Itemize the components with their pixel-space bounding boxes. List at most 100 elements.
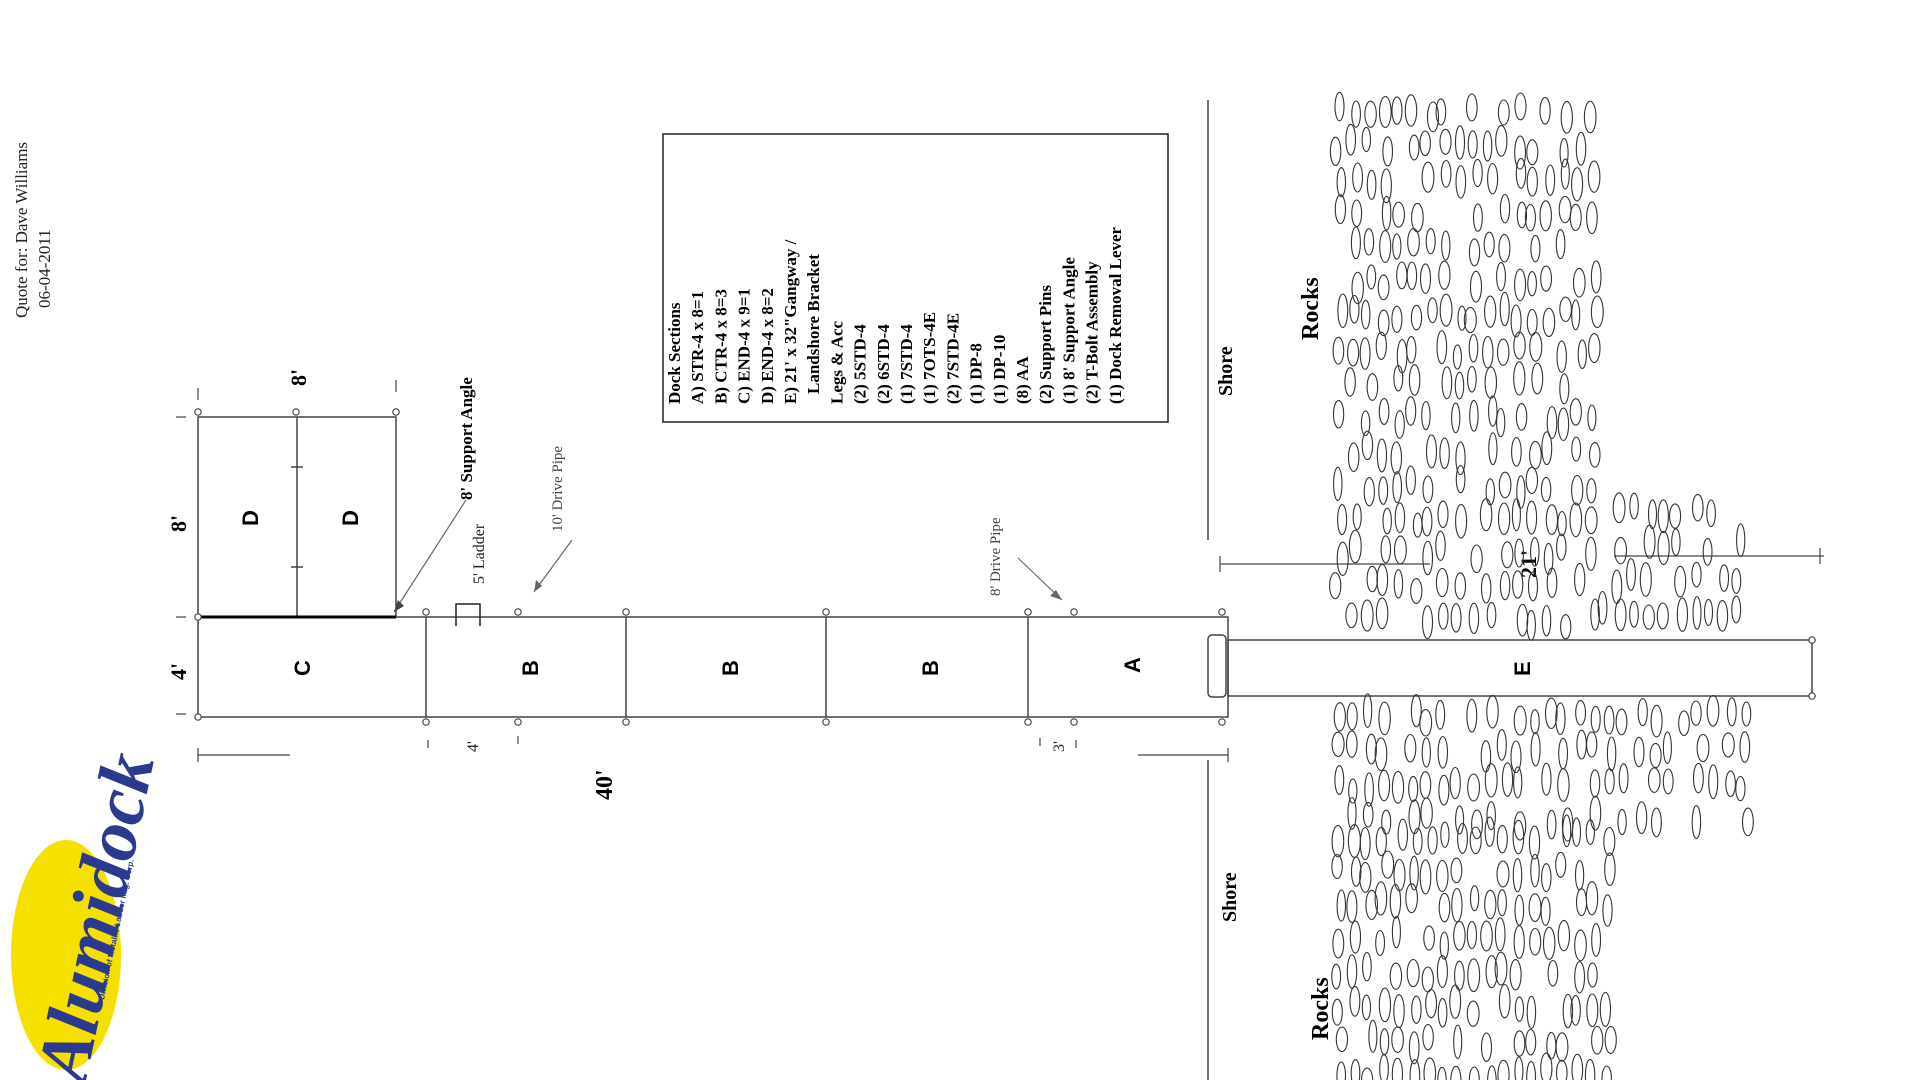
rock <box>1375 597 1389 630</box>
rock <box>1419 859 1432 895</box>
rock <box>1435 699 1446 730</box>
rock <box>1501 762 1514 797</box>
rock <box>1454 125 1466 160</box>
rock <box>1344 367 1356 397</box>
rock <box>1562 814 1572 848</box>
rock <box>1585 536 1597 571</box>
rock <box>1378 398 1390 425</box>
rock <box>1435 98 1447 126</box>
rock <box>1331 825 1345 858</box>
rock <box>1706 499 1716 528</box>
rock <box>1366 565 1379 593</box>
rock <box>1540 896 1551 926</box>
rock <box>1345 123 1357 156</box>
rock <box>1393 364 1404 392</box>
shore-label-bottom: Shore <box>1219 872 1241 922</box>
rock <box>1420 797 1433 829</box>
rock <box>1555 702 1566 736</box>
rock <box>1739 731 1751 763</box>
rock <box>1530 709 1540 735</box>
rock <box>1421 506 1433 537</box>
rock <box>1583 100 1597 134</box>
rock <box>1526 995 1537 1030</box>
rock <box>1334 765 1345 795</box>
rock <box>1405 883 1418 914</box>
rock <box>1331 998 1343 1026</box>
rock <box>1378 987 1392 1023</box>
rock <box>1380 168 1392 204</box>
rock <box>1482 130 1493 162</box>
rock <box>1347 338 1360 367</box>
rock <box>1438 260 1451 290</box>
rock <box>1590 705 1601 733</box>
rock <box>1487 162 1499 195</box>
rock <box>1513 361 1526 396</box>
rock <box>1574 562 1586 597</box>
rock <box>1467 130 1478 159</box>
rock <box>1348 778 1358 804</box>
rock <box>1488 395 1498 427</box>
rock <box>1331 854 1343 880</box>
rock <box>1408 134 1420 161</box>
rock <box>1575 888 1588 917</box>
rock <box>1527 571 1539 602</box>
dim-width-4ft: 4' <box>166 663 191 680</box>
rock <box>1496 729 1507 761</box>
rock <box>1496 262 1506 292</box>
legend-line: (2) 6STD-4 <box>874 324 893 404</box>
rock <box>1419 771 1432 799</box>
rock <box>1514 538 1525 568</box>
leg-marker <box>1808 636 1816 644</box>
rock <box>1515 403 1528 431</box>
rock <box>1404 733 1417 763</box>
rock <box>1349 294 1360 324</box>
rock <box>1690 700 1702 726</box>
rock <box>1437 998 1448 1028</box>
rock <box>1601 1065 1612 1080</box>
rock <box>1351 271 1364 305</box>
rock <box>1332 336 1345 365</box>
rock <box>1706 694 1720 727</box>
rock <box>1546 406 1558 439</box>
rock <box>1332 928 1345 959</box>
rock <box>1560 101 1573 134</box>
section-b-label-1: B <box>518 660 543 676</box>
rock <box>1450 1065 1462 1080</box>
legend-line: D) END-4 x 8=2 <box>758 288 777 404</box>
rock <box>1692 596 1702 630</box>
rock <box>1482 335 1494 369</box>
rock <box>1479 498 1493 532</box>
rock <box>1465 93 1478 122</box>
rock <box>1497 502 1511 536</box>
rock <box>1480 740 1492 773</box>
rock <box>1586 201 1598 235</box>
rock <box>1588 333 1601 364</box>
rock <box>1541 863 1552 893</box>
rock <box>1541 762 1552 796</box>
rock <box>1719 564 1730 592</box>
legend-line: (1) DP-8 <box>967 343 986 404</box>
rock <box>1529 927 1542 956</box>
rock <box>1496 407 1506 438</box>
dim-end-8ft: 8' <box>286 369 311 386</box>
rock <box>1408 775 1419 803</box>
rock <box>1468 602 1480 635</box>
leg-marker <box>422 608 430 616</box>
rock <box>1545 164 1556 196</box>
dim-ladder-offset: 4' <box>465 741 482 752</box>
dock-main-run <box>197 616 1229 718</box>
rock <box>1528 893 1542 922</box>
gangway-outline <box>1227 639 1813 697</box>
rock <box>1546 567 1558 599</box>
rock <box>1421 400 1431 431</box>
rock <box>1467 773 1481 802</box>
rock <box>1440 821 1450 848</box>
rock <box>1466 920 1478 950</box>
section-e-label: E <box>1510 661 1535 676</box>
rock <box>1366 373 1379 401</box>
rock <box>1486 801 1496 831</box>
rock <box>1349 920 1362 954</box>
rock <box>1586 478 1597 504</box>
